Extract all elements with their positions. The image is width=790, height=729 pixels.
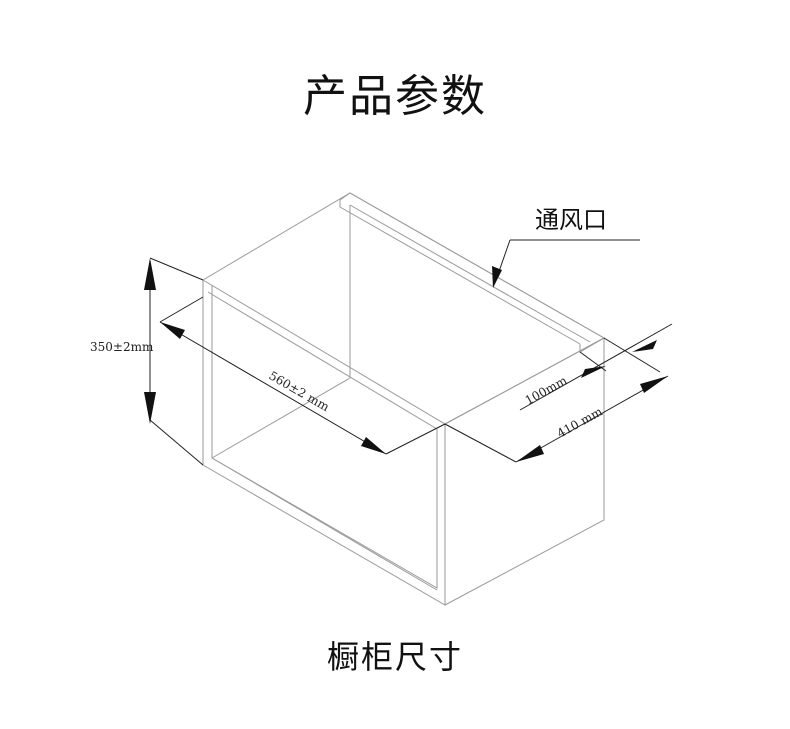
height-dimension-label: 350±2mm: [90, 340, 154, 354]
height-arrow-top: [144, 258, 156, 290]
callout-arrow: [492, 266, 502, 288]
cabinet-front-inner-edge: [211, 285, 438, 589]
vent-depth-ext-b: [603, 337, 661, 373]
height-dimension: 350±2mm: [90, 257, 204, 466]
width-dim-line: [159, 321, 387, 455]
vent-depth-arrow-left: [581, 366, 606, 378]
width-ext-right: [385, 423, 446, 455]
vent-opening-inner: [339, 200, 581, 345]
vent-opening-rear: [349, 204, 591, 343]
page-title: 产品参数: [303, 71, 487, 122]
diagram-caption: 橱柜尺寸: [326, 638, 463, 676]
vent-depth-arrow-right: [632, 340, 657, 352]
cabinet-bottom-inner-back: [211, 457, 438, 591]
vent-callout-label: 通风口: [535, 206, 607, 234]
width-ext-left: [159, 296, 204, 323]
vent-depth-dim-line: [519, 323, 673, 411]
cabinet-front-left-edge: [202, 280, 446, 606]
depth-arrow-right: [640, 376, 668, 393]
cabinet-top-lip: [207, 291, 438, 430]
depth-ext-left: [444, 423, 517, 463]
cabinet-right-face: [444, 337, 605, 606]
vent-depth-dimension: 100mm: [519, 323, 673, 411]
depth-arrow-left: [516, 445, 544, 462]
depth-dim-line: [515, 375, 669, 463]
height-ext-bottom: [149, 419, 204, 466]
width-arrow-left: [160, 322, 185, 339]
cabinet-outline: [202, 192, 606, 606]
height-arrow-bottom: [144, 392, 156, 424]
vent-callout: 通风口: [492, 206, 640, 288]
width-arrow-right: [361, 437, 386, 454]
cabinet-front-bottom-inner: [211, 377, 351, 459]
height-ext-top: [149, 257, 204, 281]
depth-dimension-label: 410 mm: [555, 404, 606, 441]
